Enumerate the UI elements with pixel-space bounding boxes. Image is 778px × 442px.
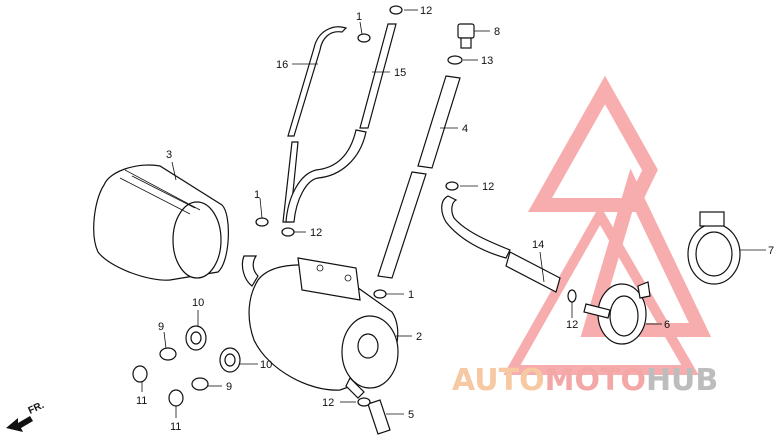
- callout-9: 9: [226, 381, 232, 393]
- callout-12: 12: [322, 397, 334, 409]
- front-direction-marker: FR.: [6, 400, 46, 432]
- hose-15: [285, 23, 397, 223]
- heat-shield: [93, 164, 229, 281]
- callout-12: 12: [566, 319, 578, 331]
- watermark-text: AUTOMOTOHUB: [452, 363, 718, 398]
- callout-13: 13: [481, 55, 493, 67]
- callout-3: 3: [166, 149, 172, 161]
- tube-5: [367, 399, 391, 435]
- canister: [241, 255, 399, 399]
- callout-12: 12: [310, 227, 322, 239]
- callout-10: 10: [192, 297, 204, 309]
- callout-1: 1: [254, 189, 260, 201]
- fitting-8: [457, 23, 475, 49]
- callout-12: 12: [482, 181, 494, 193]
- callout-4: 4: [462, 123, 468, 135]
- callout-5: 5: [408, 409, 414, 421]
- callout-8: 8: [494, 26, 500, 38]
- callout-11: 11: [170, 421, 181, 433]
- callout-10: 10: [260, 359, 272, 371]
- callout-15: 15: [394, 67, 406, 79]
- callout-6: 6: [664, 319, 670, 331]
- hose-14: [441, 195, 561, 293]
- callout-9: 9: [158, 321, 164, 333]
- clamp-band-7: [687, 211, 741, 285]
- grommets-and-bolts: [132, 325, 241, 407]
- valve-6: [583, 281, 651, 345]
- watermark-hub: HUB: [646, 363, 718, 398]
- hose-16: [282, 26, 348, 223]
- callout-16: 16: [276, 59, 288, 71]
- callout-labels: 1 12 8 16 13 15 4 3 12 1 12 14 7 1 10 2 …: [136, 5, 774, 433]
- leader-lines: [141, 9, 766, 418]
- callout-1: 1: [356, 11, 362, 23]
- hose-4: [377, 75, 461, 279]
- arrow-icon: [6, 416, 33, 432]
- callout-12: 12: [420, 5, 432, 17]
- watermark-auto: AUTO: [452, 363, 545, 398]
- callout-14: 14: [532, 239, 544, 251]
- svg-text:AUTOMOTOHUB: AUTOMOTOHUB: [452, 363, 718, 398]
- fr-label: FR.: [27, 400, 46, 417]
- callout-1: 1: [408, 289, 414, 301]
- watermark-moto: MOTO: [545, 363, 646, 398]
- callout-2: 2: [416, 331, 422, 343]
- small-clamps: [255, 5, 577, 407]
- callout-7: 7: [768, 245, 774, 257]
- callout-11: 11: [136, 395, 147, 407]
